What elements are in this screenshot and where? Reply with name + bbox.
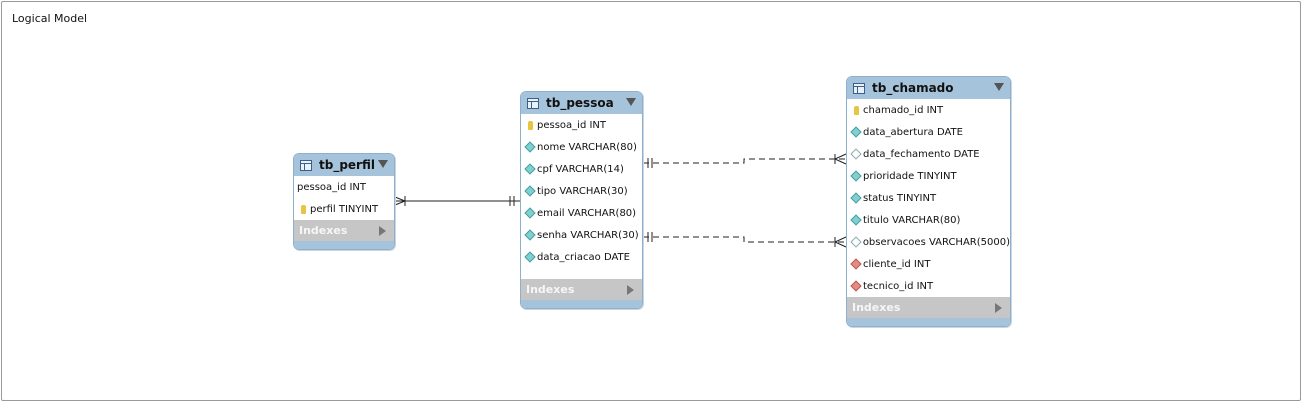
table-footer (521, 300, 642, 308)
column-label: data_abertura DATE (863, 126, 963, 138)
not-null-column-icon (850, 192, 862, 204)
relationship-pessoa-chamado-cliente[interactable] (643, 153, 847, 168)
table-header[interactable]: tb_perfil (294, 154, 394, 176)
column-row[interactable]: pessoa_id INT (521, 114, 642, 136)
table-footer (847, 318, 1010, 326)
column-row[interactable]: prioridade TINYINT (847, 165, 1010, 187)
indexes-section[interactable]: Indexes (847, 297, 1010, 318)
foreign-key-icon (850, 258, 862, 270)
column-list: chamado_id INT data_abertura DATE data_f… (847, 99, 1010, 297)
indexes-label: Indexes (299, 224, 348, 237)
column-row[interactable]: titulo VARCHAR(80) (847, 209, 1010, 231)
not-null-column-icon (524, 163, 536, 175)
column-label: tecnico_id INT (863, 280, 934, 292)
indexes-label: Indexes (852, 301, 901, 314)
column-label: chamado_id INT (863, 104, 944, 116)
relationship-pessoa-chamado-tecnico[interactable] (643, 232, 847, 248)
column-label: perfil TINYINT (310, 203, 379, 215)
column-list: pessoa_id INT nome VARCHAR(80) cpf VARCH… (521, 114, 642, 268)
table-name: tb_perfil (319, 158, 375, 172)
column-row[interactable]: senha VARCHAR(30) (521, 224, 642, 246)
nullable-column-icon (850, 148, 862, 160)
expand-arrow-icon[interactable] (379, 226, 386, 236)
primary-key-icon (525, 120, 535, 130)
column-row[interactable]: pessoa_id INT (294, 176, 394, 198)
column-row[interactable]: email VARCHAR(80) (521, 202, 642, 224)
column-row[interactable]: chamado_id INT (847, 99, 1010, 121)
column-label: data_fechamento DATE (863, 148, 980, 160)
column-row[interactable]: tecnico_id INT (847, 275, 1010, 297)
table-footer (294, 241, 394, 249)
indexes-section[interactable]: Indexes (294, 220, 394, 241)
relationship-perfil-pessoa[interactable] (394, 196, 520, 206)
collapse-arrow-icon[interactable] (626, 98, 636, 106)
column-row[interactable]: data_fechamento DATE (847, 143, 1010, 165)
expand-arrow-icon[interactable] (995, 303, 1002, 313)
column-label: pessoa_id INT (297, 181, 367, 193)
column-row[interactable]: observacoes VARCHAR(5000) (847, 231, 1010, 253)
column-row[interactable]: perfil TINYINT (294, 198, 394, 220)
column-row[interactable]: tipo VARCHAR(30) (521, 180, 642, 202)
table-icon (300, 159, 312, 171)
column-row[interactable]: nome VARCHAR(80) (521, 136, 642, 158)
table-name: tb_chamado (872, 81, 954, 95)
table-tb-chamado[interactable]: tb_chamado chamado_id INT data_abertura … (846, 76, 1011, 327)
column-label: tipo VARCHAR(30) (537, 185, 628, 197)
column-label: senha VARCHAR(30) (537, 229, 639, 241)
column-row[interactable]: data_criacao DATE (521, 246, 642, 268)
collapse-arrow-icon[interactable] (378, 160, 388, 168)
column-row[interactable]: status TINYINT (847, 187, 1010, 209)
column-label: observacoes VARCHAR(5000) (862, 236, 1010, 248)
not-null-column-icon (524, 229, 536, 241)
not-null-column-icon (850, 214, 862, 226)
table-tb-perfil[interactable]: tb_perfil pessoa_id INT perfil TINYINT I… (293, 153, 395, 250)
column-label: prioridade TINYINT (863, 170, 957, 182)
table-tb-pessoa[interactable]: tb_pessoa pessoa_id INT nome VARCHAR(80)… (520, 91, 643, 309)
column-label: cpf VARCHAR(14) (537, 163, 624, 175)
column-label: pessoa_id INT (537, 119, 607, 131)
column-row[interactable]: data_abertura DATE (847, 121, 1010, 143)
not-null-column-icon (524, 185, 536, 197)
column-label: cliente_id INT (863, 258, 931, 270)
foreign-key-icon (850, 280, 862, 292)
not-null-column-icon (850, 170, 862, 182)
indexes-label: Indexes (526, 283, 575, 296)
column-label: status TINYINT (863, 192, 937, 204)
primary-key-icon (298, 204, 308, 214)
diagram-title: Logical Model (12, 12, 88, 25)
table-header[interactable]: tb_pessoa (521, 92, 642, 114)
collapse-arrow-icon[interactable] (994, 83, 1004, 91)
table-icon (853, 82, 865, 94)
column-label: email VARCHAR(80) (537, 207, 637, 219)
not-null-column-icon (524, 207, 536, 219)
column-label: nome VARCHAR(80) (537, 141, 637, 153)
nullable-column-icon (850, 236, 862, 248)
column-row[interactable]: cpf VARCHAR(14) (521, 158, 642, 180)
column-label: titulo VARCHAR(80) (863, 214, 961, 226)
not-null-column-icon (850, 126, 862, 138)
primary-key-icon (851, 105, 861, 115)
expand-arrow-icon[interactable] (627, 285, 634, 295)
table-icon (527, 97, 539, 109)
column-list-spacer (521, 268, 642, 279)
not-null-column-icon (524, 251, 536, 263)
column-row[interactable]: cliente_id INT (847, 253, 1010, 275)
indexes-section[interactable]: Indexes (521, 279, 642, 300)
table-header[interactable]: tb_chamado (847, 77, 1010, 99)
column-list: pessoa_id INT perfil TINYINT (294, 176, 394, 220)
table-name: tb_pessoa (546, 96, 614, 110)
column-label: data_criacao DATE (537, 251, 630, 263)
not-null-column-icon (524, 141, 536, 153)
